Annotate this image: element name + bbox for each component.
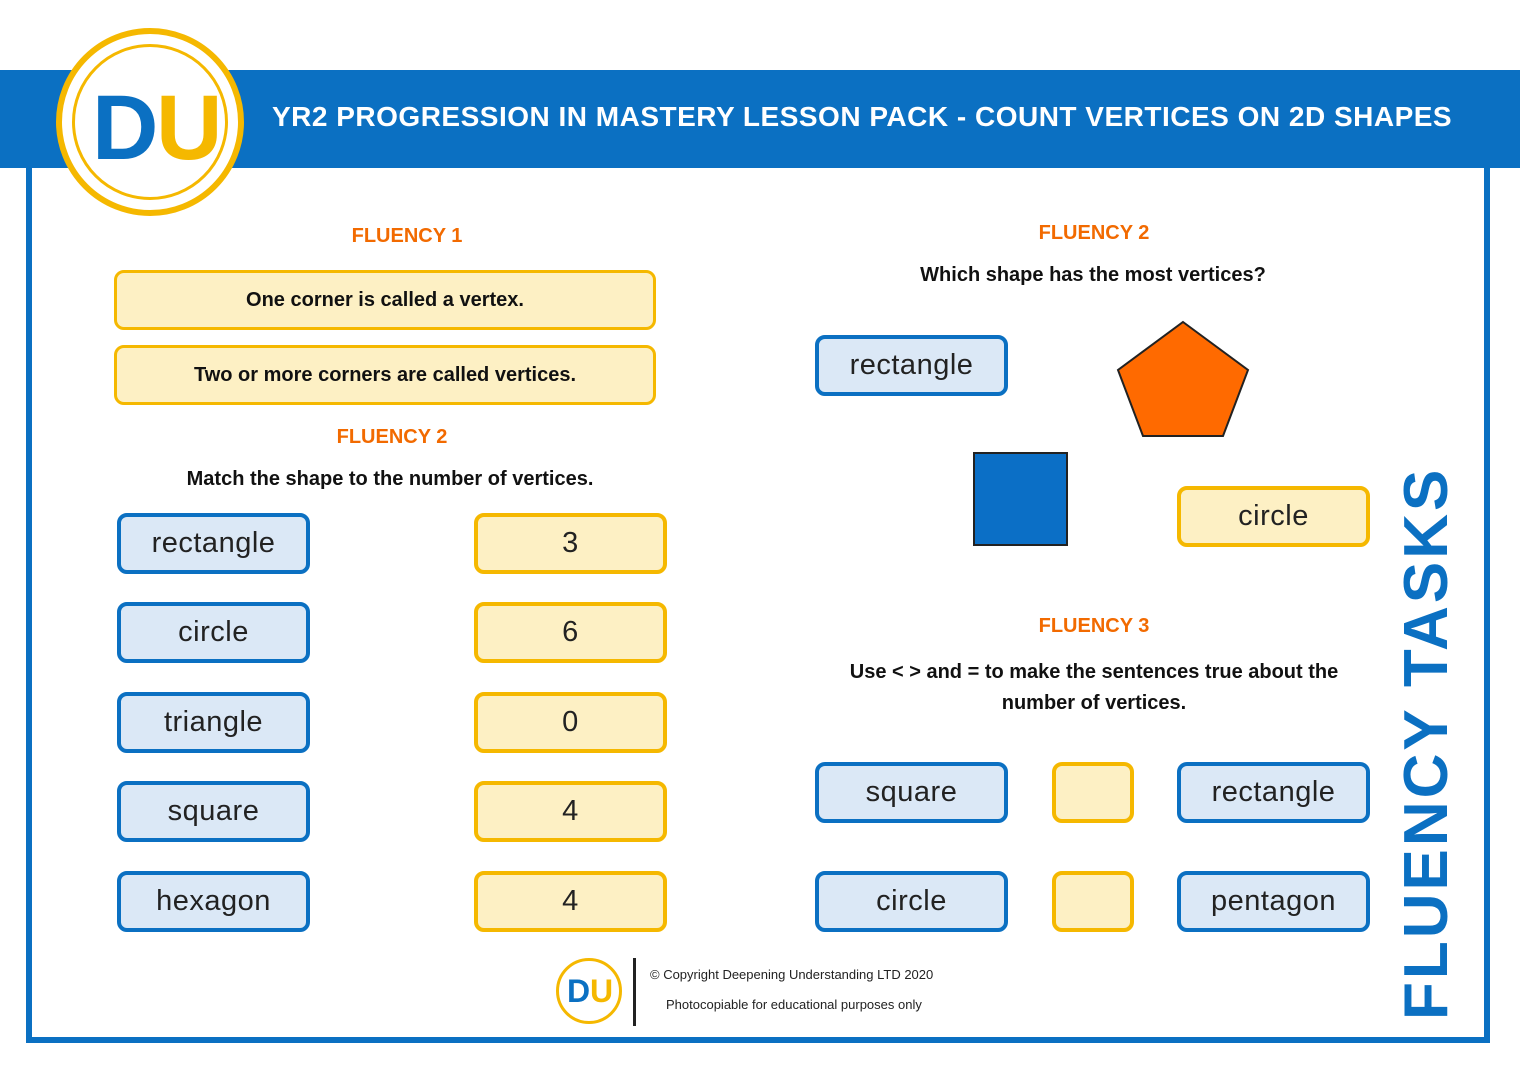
photocopy-note: Photocopiable for educational purposes o… [666, 997, 922, 1012]
number-card-3[interactable]: 3 [474, 513, 667, 574]
footer-logo-d: D [567, 973, 591, 1009]
number-card-4b[interactable]: 4 [474, 871, 667, 932]
option-circle[interactable]: circle [1177, 486, 1370, 547]
fact-vertex: One corner is called a vertex. [114, 270, 656, 330]
footer-divider [633, 958, 636, 1026]
page-border [26, 150, 1490, 1043]
fact-vertices: Two or more corners are called vertices. [114, 345, 656, 405]
header-banner [0, 70, 1520, 168]
compare-left-circle: circle [815, 871, 1008, 932]
shape-card-rectangle[interactable]: rectangle [117, 513, 310, 574]
fluency2-right-heading: FLUENCY 2 [1038, 222, 1150, 244]
side-title: FLUENCY TASKS [1392, 466, 1461, 1020]
page-title: YR2 PROGRESSION IN MASTERY LESSON PACK -… [272, 101, 1453, 132]
number-card-4a[interactable]: 4 [474, 781, 667, 842]
logo-ring [72, 44, 228, 200]
shape-card-hexagon[interactable]: hexagon [117, 871, 310, 932]
shape-card-circle[interactable]: circle [117, 602, 310, 663]
logo-letter-d: D [92, 77, 159, 179]
shape-card-square[interactable]: square [117, 781, 310, 842]
fluency2-left-heading: FLUENCY 2 [336, 426, 448, 448]
logo-letter-u: U [156, 77, 223, 179]
comparison-answer-box-2[interactable] [1052, 871, 1134, 932]
compare-right-pentagon: pentagon [1177, 871, 1370, 932]
compare-right-rectangle: rectangle [1177, 762, 1370, 823]
number-card-0[interactable]: 0 [474, 692, 667, 753]
du-logo: D U [56, 28, 244, 216]
copyright-text: © Copyright Deepening Understanding LTD … [650, 967, 934, 982]
fluency3-heading: FLUENCY 3 [1038, 615, 1150, 637]
comparison-answer-box-1[interactable] [1052, 762, 1134, 823]
compare-left-square: square [815, 762, 1008, 823]
footer-logo: D U [556, 958, 622, 1024]
match-prompt: Match the shape to the number of vertice… [186, 468, 594, 490]
shape-card-triangle[interactable]: triangle [117, 692, 310, 753]
compare-prompt: Use < > and = to make the sentences true… [849, 661, 1339, 714]
number-card-6[interactable]: 6 [474, 602, 667, 663]
option-rectangle[interactable]: rectangle [815, 335, 1008, 396]
fluency1-heading: FLUENCY 1 [351, 225, 463, 247]
square-shape[interactable] [972, 451, 1070, 547]
most-vertices-prompt: Which shape has the most vertices? [920, 264, 1266, 286]
footer-logo-u: U [590, 973, 614, 1009]
pentagon-shape[interactable] [1112, 318, 1254, 442]
